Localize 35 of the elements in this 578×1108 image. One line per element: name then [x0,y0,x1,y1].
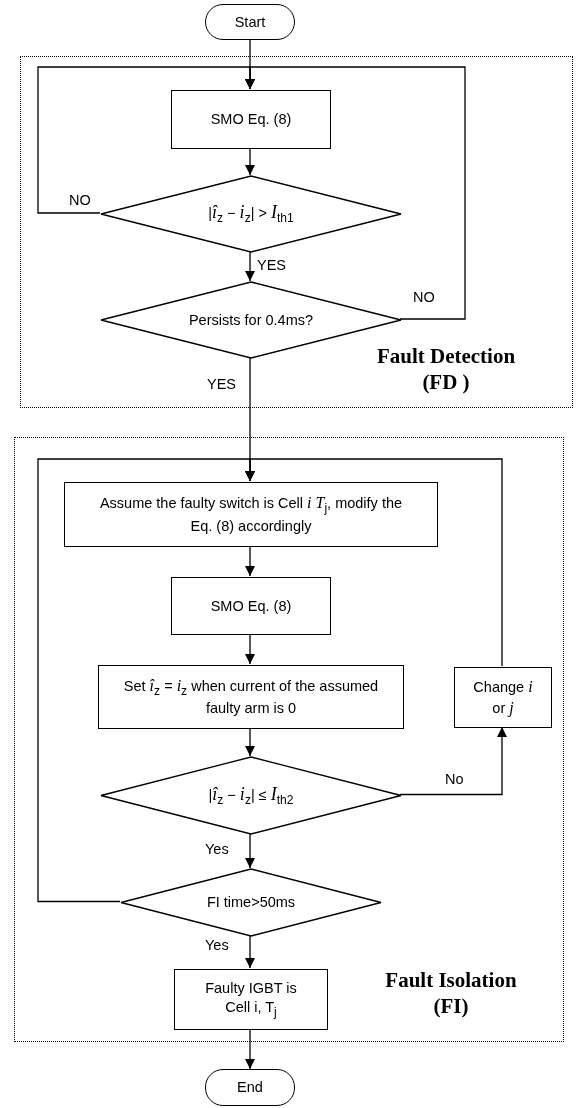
terminal-text: End [236,1078,264,1097]
process-box [171,90,331,149]
arrow [245,250,255,282]
arrow [245,832,255,869]
terminal-text: Start [233,12,267,32]
dotted-group-frame [20,56,573,408]
decision-text: Persists for 0.4ms? [188,310,314,330]
arrow [245,66,466,320]
terminal-shape [205,4,295,40]
arrow [37,458,255,903]
process-text: Assume the faulty switch is Cell i T$_{j}$, modify the Eq. (8) accordingly [98,493,404,536]
arrow [245,545,255,577]
arrow [245,633,255,665]
dotted-group-frame [14,437,564,1042]
process-box [98,665,404,729]
arrow [245,1028,255,1070]
group-title: Fault Isolation (FI) [384,967,518,1020]
process-box [171,577,331,635]
process-text: SMO Eq. (8) [209,110,293,129]
arrow [245,727,255,757]
arrow [245,147,255,176]
decision-text: |î$_{z}$ − i$_{z}$| > I$_{th1}$ [208,201,294,227]
process-text: Set î$_{z}$ = i$_{z}$ when current of the assumed faulty arm is 0 [122,675,380,719]
process-text: Change i or j [472,676,534,719]
arrow [245,934,255,969]
process-text: Faulty IGBT is Cell i, T$_{j}$ [204,978,298,1021]
process-box [174,969,328,1030]
terminal-shape [205,1069,295,1106]
process-box [64,482,438,547]
decision-text: |î$_{z}$ − i$_{z}$| ≤ I$_{th2}$ [208,782,294,809]
decision-text: FI time>50ms [206,893,296,912]
arrow [399,726,507,796]
process-box [454,667,552,728]
group-title: Fault Detection (FD ) [375,343,517,396]
process-text: SMO Eq. (8) [209,596,293,616]
